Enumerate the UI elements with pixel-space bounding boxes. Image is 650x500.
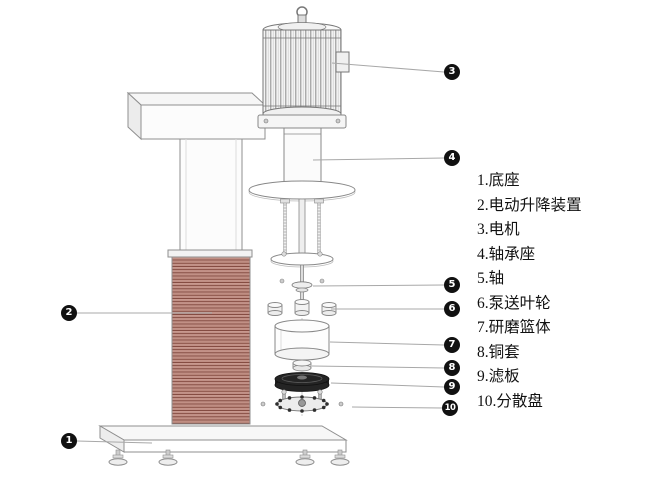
legend-item-8: 8.铜套 — [477, 343, 520, 361]
callout-badge-9: 9 — [444, 379, 460, 395]
leader-line-8 — [311, 365, 445, 369]
foot-illustration — [158, 449, 178, 466]
callout-number: 7 — [448, 339, 456, 350]
leader-line-4 — [312, 157, 445, 161]
callout-number: 1 — [65, 435, 73, 446]
legend-item-7: 7.研磨篮体 — [477, 319, 551, 336]
legend-item-5: 5.轴 — [477, 270, 505, 287]
foot-illustration — [108, 449, 128, 466]
leader-line-9 — [330, 382, 445, 388]
leader-line-1 — [76, 440, 153, 444]
base-illustration — [98, 425, 350, 466]
callout-number: 6 — [448, 303, 456, 314]
legend-item-9: 9.滤板 — [477, 368, 520, 385]
bearing-seat-illustration — [248, 127, 356, 268]
callout-badge-4: 4 — [444, 150, 460, 166]
legend-item-3: 3.电机 — [477, 221, 520, 238]
leader-lines — [76, 62, 445, 444]
legend-item-6: 6.泵送叶轮 — [477, 294, 551, 312]
callout-badge-8: 8 — [444, 360, 460, 376]
impeller-illustration — [267, 299, 337, 316]
filter-plate-illustration — [274, 372, 330, 392]
foot-illustration — [330, 449, 350, 466]
legend-item-10: 10.分散盘 — [477, 392, 543, 410]
callout-number: 4 — [448, 152, 456, 163]
callout-badge-3: 3 — [444, 64, 460, 80]
leader-line-10 — [351, 406, 443, 409]
callout-number: 5 — [448, 279, 456, 290]
basket-illustration — [274, 319, 330, 361]
callout-number: 2 — [65, 307, 73, 318]
callout-badge-5: 5 — [444, 277, 460, 293]
callout-badge-6: 6 — [444, 301, 460, 317]
leader-line-5 — [312, 284, 445, 287]
callout-number: 3 — [448, 66, 456, 77]
callout-number: 9 — [448, 381, 456, 392]
leader-line-7 — [329, 341, 445, 346]
sleeve-illustration — [292, 359, 312, 372]
shaft-illustration — [279, 264, 325, 303]
parts-legend: 1.底座 2.电动升降装置 3.电机 4.轴承座 5.轴 6.泵送叶轮 7.研磨… — [477, 169, 582, 414]
legend-item-2: 2.电动升降装置 — [477, 196, 582, 214]
callout-badge-7: 7 — [444, 337, 460, 353]
foot-illustration — [295, 449, 315, 466]
dispersing-disc-illustration — [260, 389, 344, 413]
callout-badge-10: 10 — [442, 400, 458, 416]
motor-illustration — [257, 6, 350, 129]
leader-line-3 — [331, 62, 445, 73]
callout-number: 8 — [448, 362, 456, 373]
legend-item-4: 4.轴承座 — [477, 245, 536, 263]
lifting-column-illustration — [126, 91, 267, 425]
callout-badge-2: 2 — [61, 305, 77, 321]
callout-badge-1: 1 — [61, 433, 77, 449]
legend-item-1: 1.底座 — [477, 172, 520, 189]
callout-number: 10 — [444, 402, 456, 413]
